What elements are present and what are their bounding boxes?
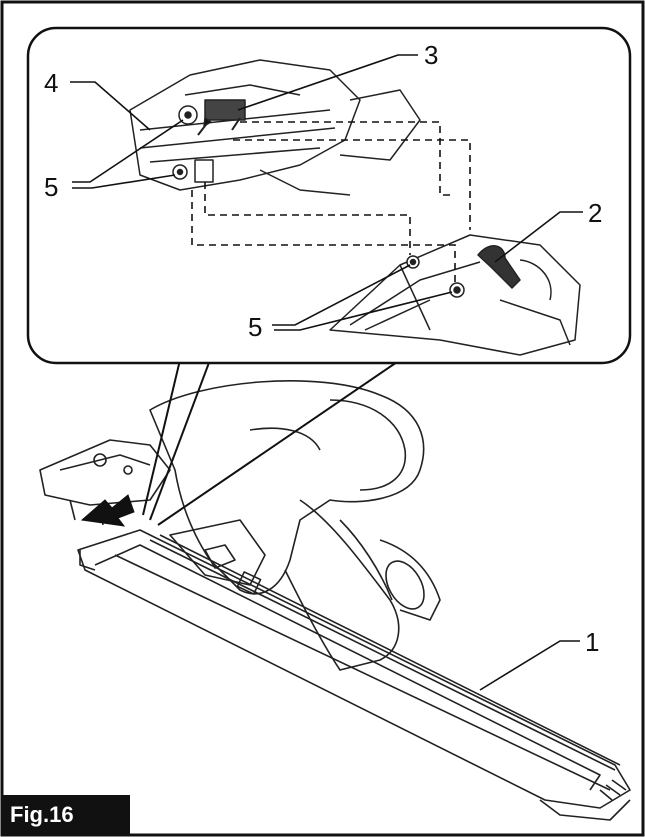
detail-inset (26, 26, 632, 365)
callout-1: 1 (585, 627, 599, 657)
callout-3: 3 (424, 40, 438, 70)
callout-5-left: 5 (44, 172, 58, 202)
inset-leader (142, 359, 401, 526)
figure-label: Fig.16 (2, 795, 130, 835)
callout-4: 4 (44, 68, 58, 98)
nailer-body (39, 380, 441, 671)
alignment-guides (191, 121, 471, 282)
callout-2: 2 (588, 198, 602, 228)
direction-arrow (80, 494, 135, 527)
callout-leaders (70, 54, 583, 691)
callout-5-right: 5 (248, 312, 262, 342)
magazine (77, 519, 631, 821)
